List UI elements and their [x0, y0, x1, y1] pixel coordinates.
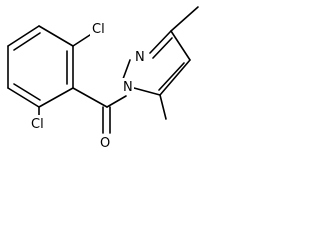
- bond: [13, 32, 41, 51]
- bond: [38, 25, 74, 47]
- bond: [7, 87, 40, 108]
- atom-n2: N: [133, 48, 146, 65]
- molecule-structure: Cl Cl N N O: [7, 6, 199, 151]
- atom-n1: N: [121, 78, 134, 95]
- bond: [133, 87, 161, 96]
- atom-cl-top: Cl: [90, 20, 110, 37]
- bond: [38, 87, 74, 108]
- bond: [170, 6, 199, 32]
- bond: [122, 59, 131, 80]
- benzene-ring: [7, 25, 74, 108]
- pyrazole-ring: [122, 30, 191, 96]
- atom-label: N: [123, 80, 133, 95]
- atom-cl-bottom: Cl: [29, 115, 49, 132]
- bond: [72, 32, 94, 47]
- bond: [170, 30, 191, 61]
- atom-label: Cl: [92, 22, 105, 37]
- bond: [152, 37, 173, 59]
- bond: [158, 62, 185, 91]
- bond: [7, 25, 40, 47]
- atom-label: O: [100, 136, 110, 151]
- atom-o: O: [99, 134, 112, 151]
- bond: [159, 59, 191, 96]
- atom-label: N: [135, 50, 145, 65]
- bond: [149, 30, 172, 54]
- bond: [72, 87, 108, 108]
- bond: [13, 83, 41, 101]
- atom-label: Cl: [31, 117, 44, 132]
- bond: [106, 95, 127, 108]
- bond: [159, 94, 167, 120]
